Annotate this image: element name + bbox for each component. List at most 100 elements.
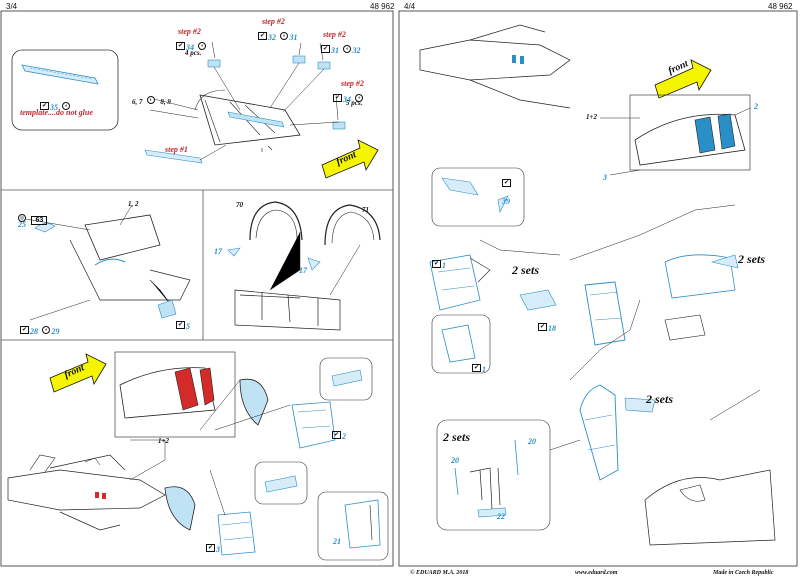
front-arrow-left-1 <box>321 139 379 179</box>
badge-63-group: ◎ 63 <box>18 209 48 227</box>
step2-label-2: step #2 <box>262 17 285 26</box>
etch-icon: ✔ <box>332 430 341 439</box>
part-29-label: 29 <box>51 327 60 336</box>
part-31b-label: 31 <box>331 46 339 55</box>
etch-icon: ✔ <box>20 325 29 334</box>
part-2-group: ✔2 <box>332 426 346 444</box>
sets-label-2: 2 sets <box>738 252 765 266</box>
refs-6-7: 6, 7 <box>132 98 143 106</box>
reference-icon: ◎ <box>18 213 26 222</box>
part-18-group: ✔18 <box>538 318 556 336</box>
part-1a-label: 1 <box>442 261 446 270</box>
part-31-label: 31 <box>289 33 298 42</box>
footer-website[interactable]: www.eduard.com <box>575 570 618 576</box>
step2-label-3: step #2 <box>323 30 346 39</box>
template-strip <box>21 64 99 85</box>
ref-1-2-right: 1+2 <box>586 113 597 121</box>
refs-8-9: 8, 9 <box>160 98 171 106</box>
step2-label-1: step #2 <box>178 27 201 36</box>
fold-icon: ◐ <box>343 44 352 53</box>
refs-1-2: 1, 2 <box>128 200 139 208</box>
part-18-label: 18 <box>548 324 556 333</box>
part-34b-group: ✔34 ◐ <box>333 89 364 107</box>
left-page-code: 48 962 <box>370 2 395 11</box>
step2-label-4: step #2 <box>341 79 364 88</box>
step1-label: step #1 <box>165 145 188 154</box>
front-arrow-right <box>654 59 712 99</box>
part-1b-group: ✔1 <box>472 359 486 377</box>
ref-70: 70 <box>236 201 243 209</box>
qty-4-label: 4 pcs. <box>185 49 202 57</box>
sets-label-1: 2 sets <box>512 263 539 277</box>
part-28-label: 28 <box>30 327 38 336</box>
part-etch-icon-top: ✔ <box>502 174 512 192</box>
part-3-group: ✔3 <box>206 539 220 557</box>
etch-icon: ✔ <box>333 93 342 102</box>
etch-icon: ✔ <box>502 178 511 187</box>
part-35-group: ✔35 ◐ <box>40 97 71 115</box>
template-note: template....do not glue <box>20 108 93 117</box>
part-20a-label: 20 <box>528 437 536 446</box>
part-21-label: 21 <box>333 537 341 546</box>
refs-6-7-group: 6, 7 ◐ 8, 9 <box>132 91 171 109</box>
etch-icon: ✔ <box>206 543 215 552</box>
right-page-border <box>398 10 798 567</box>
part-3-right: 3 <box>603 173 607 182</box>
sets-label-4: 2 sets <box>443 430 470 444</box>
part-17b-label: 17 <box>299 266 307 275</box>
part-32-31-group: ✔32 ◐31 <box>258 27 297 45</box>
fold-icon: ◐ <box>62 101 71 110</box>
right-page-number: 4/4 <box>404 2 416 11</box>
part-32b-label: 32 <box>352 46 361 55</box>
step2-parts <box>207 41 346 130</box>
ref-1-2: 1+2 <box>158 437 169 445</box>
step1-strip <box>144 144 227 164</box>
part-34b-label: 34 <box>343 95 351 104</box>
part-39-right: 39 <box>502 197 510 206</box>
canopy-parts-drawing <box>227 201 381 331</box>
part-5-group: ✔5 <box>176 316 190 334</box>
part-2-label: 2 <box>342 432 346 441</box>
canopy-frame-drawing <box>194 89 301 152</box>
part-31-32-group: ✔31 ◐32 <box>321 40 360 58</box>
etch-icon: ✔ <box>432 259 441 268</box>
part-22-label: 22 <box>497 512 505 521</box>
jet-aircraft-left <box>7 454 166 531</box>
part-25-label: 25 <box>18 220 26 229</box>
part-20b-label: 20 <box>451 456 459 465</box>
fold-icon: ◐ <box>280 31 289 40</box>
qty-5-label: 5 pcs. <box>346 99 363 107</box>
part-5-label: 5 <box>186 322 190 331</box>
footer-made-in: Made in Czech Republic <box>713 570 774 576</box>
etch-icon: ✔ <box>538 322 547 331</box>
part-32-label: 32 <box>268 33 276 42</box>
cockpit-side-drawing <box>19 204 191 321</box>
panel-parts-left-4 <box>129 357 389 561</box>
part-3-label: 3 <box>216 545 220 554</box>
right-detail-callouts <box>429 167 776 546</box>
etch-icon: ✔ <box>40 101 49 110</box>
badge-63: 63 <box>31 216 48 225</box>
fold-icon: ◐ <box>146 95 155 104</box>
etch-icon: ✔ <box>176 320 185 329</box>
ref-71: 71 <box>362 206 369 214</box>
part-2-right: 2 <box>754 102 758 111</box>
leader-6789 <box>149 97 199 119</box>
etch-icon: ✔ <box>258 31 267 40</box>
part-17a-label: 17 <box>214 247 222 256</box>
jet-aircraft-right <box>419 24 571 109</box>
etch-icon: ✔ <box>321 44 330 53</box>
part-1b-label: 1 <box>482 365 486 374</box>
rear-fuselage-right <box>600 94 751 176</box>
rear-cockpit-drawing <box>114 351 236 438</box>
left-page-number: 3/4 <box>6 2 18 11</box>
front-arrow-left-2 <box>49 353 107 393</box>
etch-icon: ✔ <box>472 363 481 372</box>
fold-icon: ◐ <box>198 41 207 50</box>
sets-label-3: 2 sets <box>646 392 673 406</box>
part-1a-group: ✔1 <box>432 255 446 273</box>
part-28-29-group: ✔28 ◐29 <box>20 321 59 339</box>
right-page-code: 48 962 <box>768 2 793 11</box>
part-34-group: ✔34 ◐ <box>176 37 207 55</box>
